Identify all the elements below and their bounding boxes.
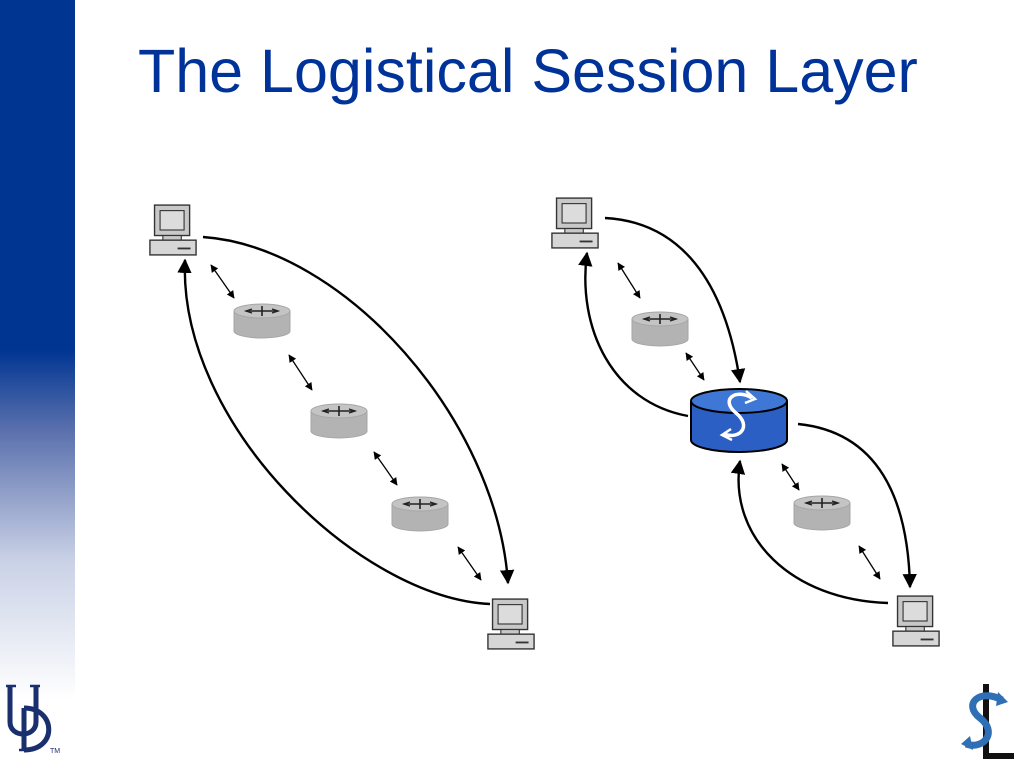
- left-panel: [149, 204, 535, 650]
- router-icon: [310, 403, 368, 439]
- right-hop-arrow-3: [781, 463, 800, 491]
- computer-icon: [551, 197, 599, 249]
- university-logo: [6, 684, 52, 753]
- left-session-arc-outer: [202, 235, 515, 585]
- router-icon: [793, 495, 851, 531]
- slide-title: The Logistical Session Layer: [138, 37, 918, 105]
- left-hop-arrow-2: [288, 354, 313, 391]
- right-arc-bottom-to-depot: [730, 459, 889, 605]
- right-arc-depot-to-top: [578, 251, 689, 418]
- right-arc-depot-to-bottom: [797, 422, 917, 589]
- left-hop-arrow-3: [373, 451, 398, 486]
- router-icon: [631, 311, 689, 347]
- computer-icon: [487, 598, 535, 650]
- right-hop-arrow-4: [858, 545, 881, 580]
- depot-icon: [690, 388, 788, 453]
- left-session-arc-inner: [177, 258, 491, 606]
- right-hop-arrow-1: [617, 262, 641, 299]
- right-arc-top-to-depot: [604, 216, 746, 384]
- computer-icon: [892, 595, 940, 647]
- right-panel: [551, 197, 940, 647]
- side-accent-bar: [0, 0, 75, 768]
- router-icon: [391, 496, 449, 532]
- router-icon: [233, 303, 291, 339]
- lab-logo: [961, 684, 1014, 759]
- left-hop-arrow-1: [210, 264, 235, 299]
- trademark-mark: TM: [50, 748, 61, 755]
- right-hop-arrow-2: [685, 352, 705, 381]
- computer-icon: [149, 204, 197, 256]
- left-hop-arrow-4: [457, 546, 482, 581]
